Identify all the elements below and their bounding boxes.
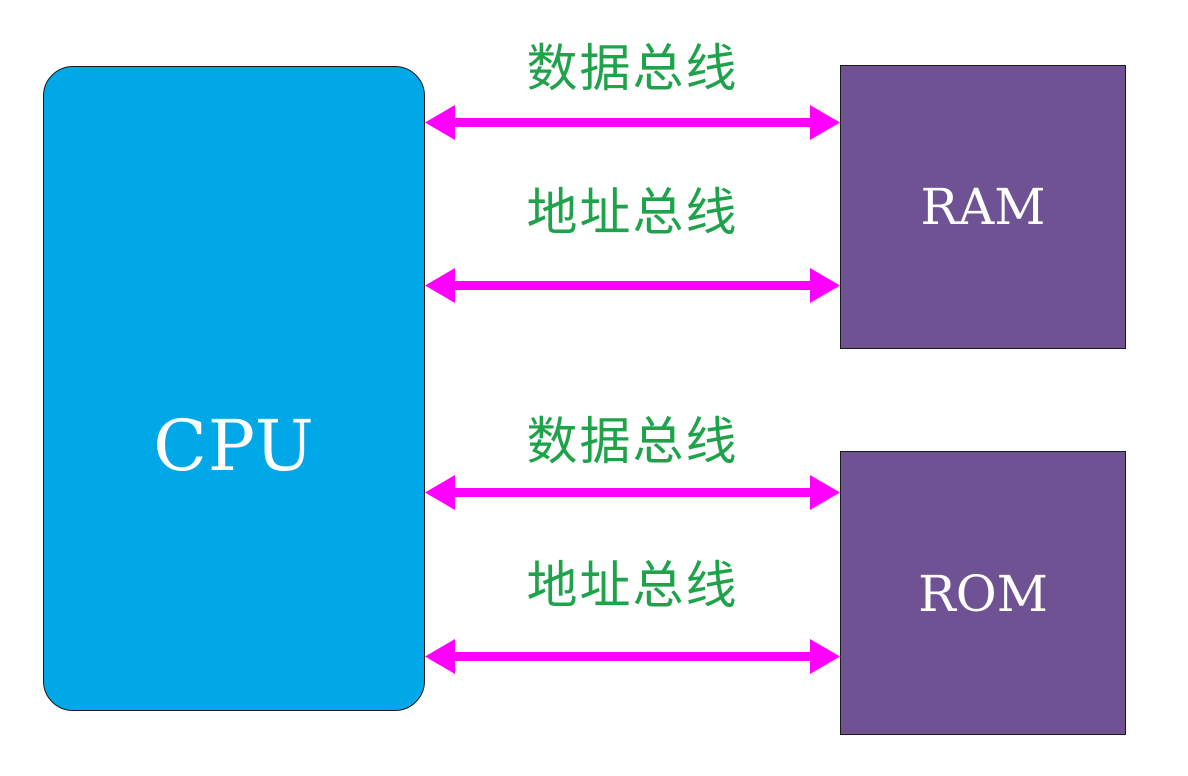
ram-data-bus-label: 数据总线 xyxy=(526,40,739,99)
ram-address-bus-label: 地址总线 xyxy=(526,184,739,243)
ram-address-bus-arrow xyxy=(425,268,840,303)
cpu-block: CPU xyxy=(43,66,425,711)
rom-block: ROM xyxy=(840,451,1126,735)
rom-address-bus-arrow xyxy=(425,639,840,674)
rom-label: ROM xyxy=(918,565,1048,623)
cpu-label: CPU xyxy=(153,405,315,487)
ram-label: RAM xyxy=(920,178,1046,236)
ram-block: RAM xyxy=(840,65,1126,349)
rom-address-bus-label: 地址总线 xyxy=(526,557,739,616)
rom-data-bus-label: 数据总线 xyxy=(526,413,739,472)
rom-data-bus-arrow xyxy=(425,475,840,510)
ram-data-bus-arrow xyxy=(425,105,840,140)
